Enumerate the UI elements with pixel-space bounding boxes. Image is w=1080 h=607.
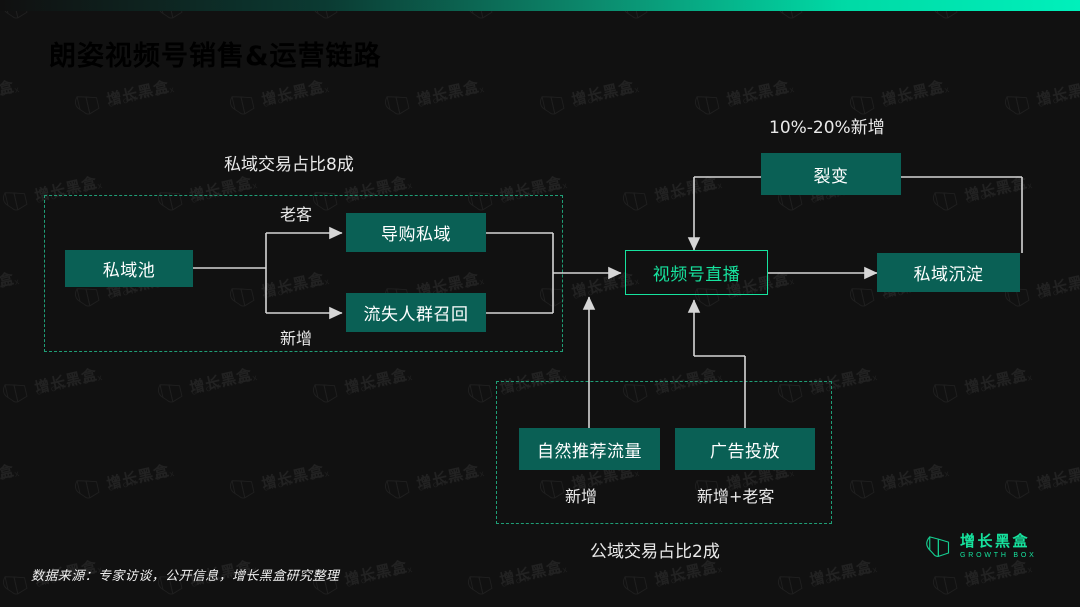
growth-box-logo-icon bbox=[926, 535, 950, 557]
source-note: 数据来源：专家访谈，公开信息，增长黑盒研究整理 bbox=[31, 569, 340, 584]
label-private-share: 私域交易占比8成 bbox=[224, 155, 354, 175]
node-lost-recall-label: 流失人群召回 bbox=[363, 305, 469, 325]
node-private-pool-label: 私域池 bbox=[102, 261, 156, 281]
node-live-stream-label: 视频号直播 bbox=[652, 265, 741, 285]
label-fission-growth: 10%-20%新增 bbox=[769, 118, 885, 138]
top-gradient-bar bbox=[0, 0, 1080, 11]
node-private-settle[interactable]: 私域沉淀 bbox=[877, 253, 1020, 292]
brand-logo: 增长黑盒 GROWTH BOX bbox=[925, 534, 1037, 559]
node-organic-traffic-label: 自然推荐流量 bbox=[537, 441, 642, 462]
node-ad-delivery-label: 广告投放 bbox=[710, 441, 780, 462]
node-private-pool[interactable]: 私域池 bbox=[65, 250, 193, 287]
node-guide-private-label: 导购私域 bbox=[381, 225, 451, 245]
node-fission[interactable]: 裂变 bbox=[761, 153, 901, 195]
brand-name-cn: 增长黑盒 bbox=[960, 532, 1031, 550]
label-new-add: 新增 bbox=[280, 329, 313, 348]
node-ad-delivery[interactable]: 广告投放 bbox=[675, 428, 815, 470]
node-lost-recall[interactable]: 流失人群召回 bbox=[346, 293, 486, 332]
label-old-customer: 老客 bbox=[280, 205, 313, 224]
node-organic-traffic[interactable]: 自然推荐流量 bbox=[519, 428, 660, 470]
page-title: 朗姿视频号销售&运营链路 bbox=[49, 41, 382, 72]
label-organic-note: 新增 bbox=[565, 487, 598, 506]
node-live-stream[interactable]: 视频号直播 bbox=[625, 250, 768, 295]
node-private-settle-label: 私域沉淀 bbox=[913, 265, 984, 285]
public-domain-frame bbox=[496, 381, 832, 524]
label-ad-note: 新增+老客 bbox=[697, 487, 775, 506]
node-fission-label: 裂变 bbox=[813, 166, 849, 187]
node-guide-private[interactable]: 导购私域 bbox=[346, 213, 486, 252]
brand-name-en: GROWTH BOX bbox=[960, 552, 1037, 559]
label-public-share: 公域交易占比2成 bbox=[590, 542, 720, 562]
